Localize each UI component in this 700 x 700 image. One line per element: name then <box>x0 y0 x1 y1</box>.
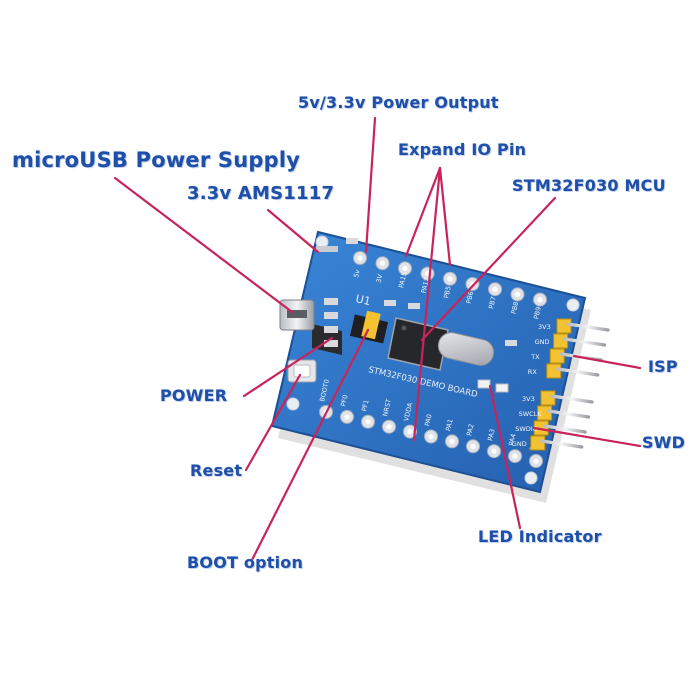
pin-hole <box>402 265 408 271</box>
label-mcu: STM32F030 MCU <box>512 176 666 195</box>
header-pin-label: SWDIO <box>515 425 538 433</box>
pin-label: PB5 <box>442 285 453 299</box>
label-swd: SWD <box>642 433 686 452</box>
leader-reset <box>244 373 302 472</box>
header-pin-housing <box>556 318 572 334</box>
header-pin-housing <box>540 390 556 406</box>
pin-label: PB9 <box>532 306 543 320</box>
pin-hole <box>407 429 413 435</box>
leader-lines <box>113 116 642 562</box>
header-pin-housing <box>549 348 565 364</box>
pin-hole <box>344 414 350 420</box>
header-pin <box>562 337 607 347</box>
header-pin <box>556 367 600 377</box>
header-pin-label: GND <box>535 338 550 346</box>
label-isp: ISP <box>648 357 678 376</box>
pin-label: PA1 <box>444 418 455 432</box>
header-pin-label: RX <box>528 368 538 376</box>
pin-label: PB8 <box>510 301 521 315</box>
pin-hole <box>357 255 363 261</box>
pin-label: PA0 <box>423 413 434 427</box>
pin-label: PA12 <box>420 276 431 294</box>
pin-hole <box>365 419 371 425</box>
label-usb-supply: microUSB Power Supply <box>12 148 301 172</box>
label-ams1117: 3.3v AMS1117 <box>187 183 335 204</box>
pin-hole <box>492 286 498 292</box>
header-pin <box>540 439 584 449</box>
header-pin-label: SWCLK <box>519 410 543 418</box>
pin-hole <box>514 291 521 297</box>
header-pin-label: 3V3 <box>538 323 551 331</box>
pin-label: 5v <box>352 269 362 279</box>
pin-hole <box>470 443 476 449</box>
header-pin-housing <box>546 363 562 379</box>
pin-label: PF0 <box>339 394 349 407</box>
label-power-output: 5v/3.3v Power Output <box>298 93 499 112</box>
leader-power-output <box>364 116 377 254</box>
pin-label: NRST <box>381 398 393 417</box>
pin-hole <box>386 424 392 430</box>
header-pin <box>543 424 587 434</box>
label-power: POWER <box>160 386 228 405</box>
leader-isp <box>572 354 642 370</box>
pin-label: PB7 <box>487 296 498 310</box>
label-boot: BOOT option <box>187 553 304 572</box>
header-pin <box>550 394 594 404</box>
bottom-pin-row: BOOT0PF0PF1NRSTVDDAPA0PA1PA2PA3PA4PA5 <box>318 379 543 468</box>
leader-boot <box>250 328 370 562</box>
header-pin-housing <box>553 333 569 349</box>
mounting-hole <box>566 298 580 312</box>
pin-hole <box>449 438 455 444</box>
header-pin-label: 3V3 <box>522 395 535 403</box>
board-ref-u1: U1 <box>354 292 372 308</box>
leader-usb-supply <box>113 176 294 314</box>
header-pin-label: TX <box>530 353 540 361</box>
pin-hole <box>537 297 543 303</box>
label-reset: Reset <box>190 461 243 480</box>
pin-label: PA4 <box>507 433 518 447</box>
header-pin-housing <box>530 435 546 451</box>
leader-expand-io-b <box>438 166 452 267</box>
pin-label: PA15 <box>397 271 408 289</box>
leader-power-led <box>242 336 334 398</box>
leader-swd <box>532 426 642 448</box>
micro-usb-connector <box>279 299 315 331</box>
leader-expand-io-c <box>412 166 442 442</box>
pin-hole <box>447 276 453 282</box>
mounting-hole <box>286 397 300 411</box>
header-pin <box>546 409 591 419</box>
mounting-hole <box>524 471 538 485</box>
pin-label: PA3 <box>486 428 497 442</box>
led-indicators <box>477 379 509 393</box>
header-pin-label: GND <box>512 440 527 448</box>
pin-label: PA2 <box>465 423 476 437</box>
leader-mcu <box>420 196 557 342</box>
crystal-oscillator <box>437 332 495 366</box>
pin-label: 3V <box>375 273 385 284</box>
leader-led <box>488 384 522 530</box>
pin-hole <box>533 458 539 464</box>
pin-label: PB6 <box>465 290 476 304</box>
label-led: LED Indicator <box>478 527 602 546</box>
pin-hole <box>428 433 434 440</box>
leader-ams1117 <box>266 208 320 254</box>
pin-hole <box>491 448 497 454</box>
reset-button <box>287 359 317 383</box>
header-pin <box>566 322 610 332</box>
label-expand-io: Expand IO Pin <box>398 140 527 159</box>
stm32f030-mcu <box>387 317 449 371</box>
pin-hole <box>379 260 386 266</box>
pin-label: PF1 <box>360 399 370 412</box>
leader-expand-io-a <box>404 166 442 258</box>
pin-hole <box>512 453 518 459</box>
